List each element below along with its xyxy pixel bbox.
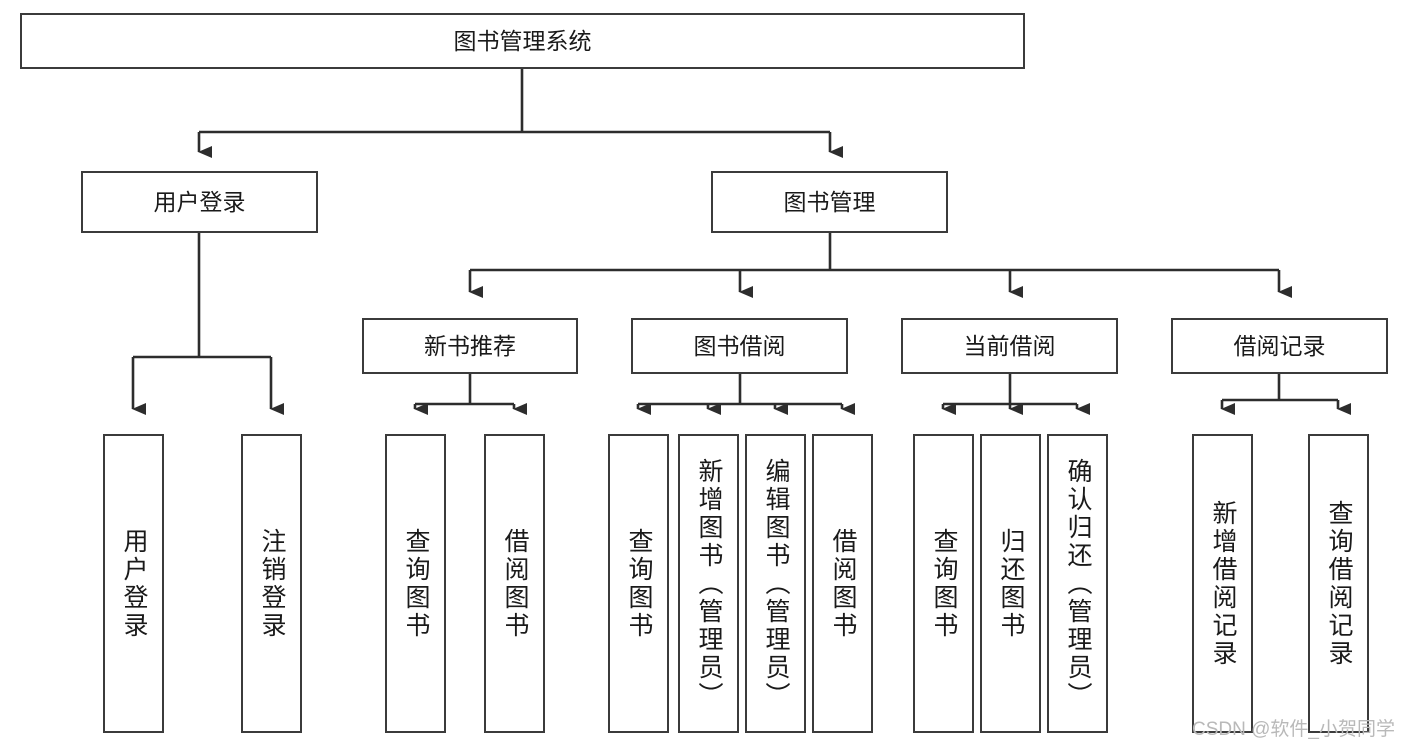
node-label: 借阅图书 bbox=[829, 527, 857, 640]
node-leaf-query-book-2[interactable]: 查询图书 bbox=[608, 434, 669, 733]
node-label: 注销登录 bbox=[258, 527, 286, 640]
node-leaf-confirm-return[interactable]: 确认归还（管理员） bbox=[1047, 434, 1108, 733]
node-label: 编辑图书（管理员） bbox=[762, 457, 790, 710]
node-label: 查询借阅记录 bbox=[1325, 499, 1353, 668]
node-label: 查询图书 bbox=[402, 527, 430, 640]
node-user-login[interactable]: 用户登录 bbox=[81, 171, 318, 233]
node-label: 当前借阅 bbox=[963, 332, 1056, 359]
node-label: 新增借阅记录 bbox=[1209, 499, 1237, 668]
node-leaf-add-record[interactable]: 新增借阅记录 bbox=[1192, 434, 1253, 733]
node-current-borrow[interactable]: 当前借阅 bbox=[901, 318, 1118, 374]
node-leaf-query-record[interactable]: 查询借阅记录 bbox=[1308, 434, 1369, 733]
node-label: 查询图书 bbox=[930, 527, 958, 640]
csdn-watermark: CSDN @软件_小贺同学 bbox=[1192, 719, 1395, 740]
node-leaf-user-login[interactable]: 用户登录 bbox=[103, 434, 164, 733]
node-leaf-query-book-3[interactable]: 查询图书 bbox=[913, 434, 974, 733]
node-leaf-add-book[interactable]: 新增图书（管理员） bbox=[678, 434, 739, 733]
node-label: 用户登录 bbox=[120, 527, 148, 640]
node-label: 用户登录 bbox=[153, 188, 246, 215]
node-label: 图书管理系统 bbox=[453, 27, 592, 54]
node-leaf-logout-login[interactable]: 注销登录 bbox=[241, 434, 302, 733]
node-label: 新增图书（管理员） bbox=[695, 457, 723, 710]
node-label: 新书推荐 bbox=[424, 332, 516, 359]
node-leaf-borrow-book-2[interactable]: 借阅图书 bbox=[812, 434, 873, 733]
node-label: 图书管理 bbox=[783, 188, 876, 215]
node-borrow-record[interactable]: 借阅记录 bbox=[1171, 318, 1388, 374]
node-book-management[interactable]: 图书管理 bbox=[711, 171, 948, 233]
node-leaf-return-book[interactable]: 归还图书 bbox=[980, 434, 1041, 733]
node-label: 借阅图书 bbox=[501, 527, 529, 640]
node-label: 归还图书 bbox=[997, 527, 1025, 640]
node-leaf-query-book-1[interactable]: 查询图书 bbox=[385, 434, 446, 733]
node-new-book-recommend[interactable]: 新书推荐 bbox=[362, 318, 578, 374]
node-leaf-edit-book[interactable]: 编辑图书（管理员） bbox=[745, 434, 806, 733]
node-label: 图书借阅 bbox=[693, 332, 786, 359]
node-label: 确认归还（管理员） bbox=[1064, 457, 1092, 710]
node-leaf-borrow-book-1[interactable]: 借阅图书 bbox=[484, 434, 545, 733]
node-book-management-system[interactable]: 图书管理系统 bbox=[20, 13, 1025, 69]
node-label: 查询图书 bbox=[625, 527, 653, 640]
node-label: 借阅记录 bbox=[1233, 332, 1326, 359]
node-book-borrow[interactable]: 图书借阅 bbox=[631, 318, 848, 374]
